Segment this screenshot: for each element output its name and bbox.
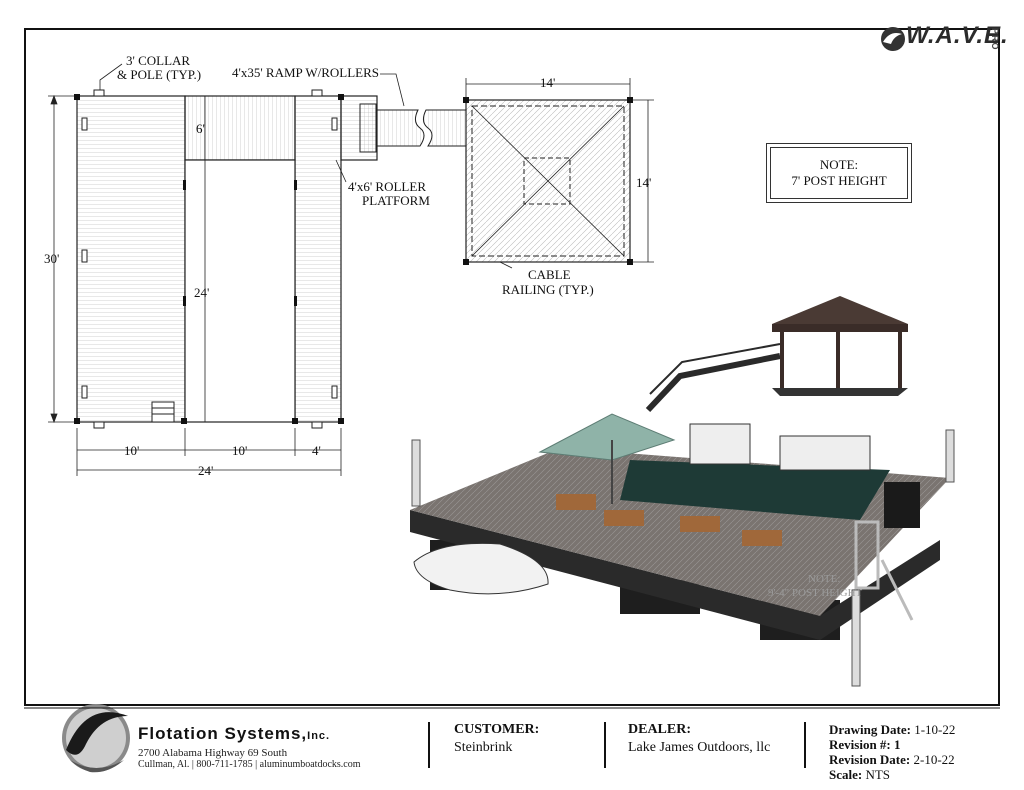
dim-thirty: 30' <box>44 251 60 266</box>
company-name: Flotation Systems,Inc. <box>138 724 330 744</box>
dim-ten-b: 10' <box>232 443 248 458</box>
dim-twentyfour: 24' <box>198 463 214 478</box>
dim-fourteen-side: 14' <box>636 175 652 190</box>
revision-number: 1 <box>894 737 901 752</box>
revision-date: 2-10-22 <box>913 752 955 767</box>
note-text: 7' POST HEIGHT <box>791 173 887 188</box>
render-note-text: 9'-4" POST HEIGHT <box>768 587 863 599</box>
collar-label-2: & POLE (TYP.) <box>117 67 202 82</box>
revision-date-row: Revision Date: 2-10-22 <box>829 752 955 768</box>
wave-logo-text: W.A.V.E. <box>906 22 1009 49</box>
company-name-text: Flotation Systems, <box>138 724 308 743</box>
note-title: NOTE: <box>819 157 859 172</box>
post-height-note: NOTE: 7' POST HEIGHT <box>766 143 912 203</box>
drawing-date: 1-10-22 <box>914 722 956 737</box>
drawing-frame <box>24 28 1000 706</box>
revision-date-label: Revision Date: <box>829 752 911 767</box>
wave-pro-logo: W.A.V.E. PRO <box>876 22 1008 58</box>
customer-name: Steinbrink <box>454 740 513 755</box>
revision-row: Revision #: 1 <box>829 737 901 753</box>
drawing-date-label: Drawing Date: <box>829 722 911 737</box>
render-note-title: NOTE: <box>808 573 841 585</box>
ramp-plan <box>359 103 467 153</box>
ramp-label: 4'x35' RAMP W/ROLLERS <box>232 65 379 80</box>
footer-divider-2 <box>604 722 606 768</box>
dim-ten-a: 10' <box>124 443 140 458</box>
revision-label: Revision #: <box>829 737 891 752</box>
scale-value: NTS <box>865 767 891 782</box>
cable-label-2: RAILING (TYP.) <box>502 282 594 297</box>
wave-pro-text: PRO <box>990 28 1000 51</box>
company-suffix: Inc. <box>307 730 331 742</box>
dim-twentyfour-inner: 24' <box>194 285 210 300</box>
dock-render <box>410 296 955 687</box>
scale-label: Scale: <box>829 767 863 782</box>
drawing-date-row: Drawing Date: 1-10-22 <box>829 722 955 738</box>
footer-divider-1 <box>428 722 430 768</box>
dimension-lines <box>48 63 654 476</box>
company-address: 2700 Alabama Highway 69 South <box>138 747 288 759</box>
dim-six: 6' <box>196 121 205 136</box>
company-contact: Cullman, Al. | 800-711-1785 | aluminumbo… <box>138 759 361 770</box>
dealer-label: DEALER: <box>628 722 692 737</box>
cable-label: CABLE <box>528 267 571 282</box>
dealer-name: Lake James Outdoors, llc <box>628 740 771 755</box>
collar-label: 3' COLLAR <box>126 53 191 68</box>
u-dock-plan <box>74 89 378 429</box>
dim-four: 4' <box>312 443 321 458</box>
roller-label: 4'x6' ROLLER <box>348 179 426 194</box>
dim-fourteen-top: 14' <box>540 75 556 90</box>
company-swoosh-logo <box>62 704 130 773</box>
scale-row: Scale: NTS <box>829 767 890 783</box>
customer-label: CUSTOMER: <box>454 722 540 737</box>
roller-label-2: PLATFORM <box>362 193 430 208</box>
footer-divider-3 <box>804 722 806 768</box>
gazebo-plan <box>463 97 633 265</box>
